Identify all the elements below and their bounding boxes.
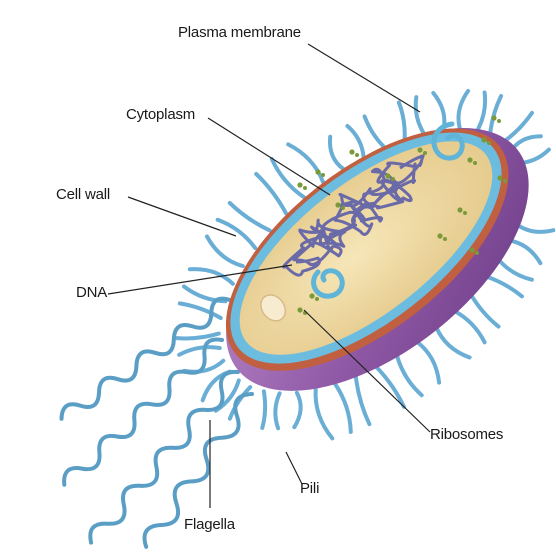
pilus: [365, 116, 385, 147]
ribosome-dot: [391, 177, 395, 181]
ribosome-dot: [491, 115, 496, 120]
pilus: [272, 159, 304, 197]
pilus: [179, 347, 220, 355]
pilus: [177, 334, 219, 339]
ribosome-dot: [503, 179, 507, 183]
pili-label: Pili: [300, 480, 319, 497]
ribosome-dot: [303, 186, 307, 190]
ribosome-dot: [297, 182, 302, 187]
ribosome-dot: [309, 293, 314, 298]
ribosome-dot: [417, 147, 422, 152]
pilus: [476, 93, 485, 133]
pilus: [230, 203, 270, 230]
pilus: [275, 393, 279, 428]
ribosome-dot: [385, 173, 390, 178]
cell-wall-label: Cell wall: [56, 186, 110, 203]
ribosome-dot: [469, 247, 474, 252]
pilus: [294, 393, 300, 427]
pilus: [330, 137, 343, 169]
ribosome-dot: [481, 137, 486, 142]
plasma-membrane-leader: [308, 44, 420, 112]
ribosome-dot: [315, 169, 320, 174]
pilus: [262, 391, 265, 428]
pilus: [356, 377, 370, 424]
cytoplasm-label: Cytoplasm: [126, 106, 195, 123]
ribosomes-label: Ribosomes: [430, 426, 503, 443]
ribosome-dot: [497, 175, 502, 180]
ribosome-dot: [443, 237, 447, 241]
pilus: [497, 258, 532, 280]
pilus: [207, 237, 243, 267]
pilus: [376, 367, 404, 407]
pilus: [256, 174, 286, 213]
ribosome-dot: [335, 202, 340, 207]
pilus: [218, 220, 256, 248]
ribosome-dot: [497, 119, 501, 123]
pilus: [417, 342, 439, 383]
ribosome-dot: [321, 173, 325, 177]
pilus: [470, 294, 498, 327]
pilus: [458, 91, 468, 131]
plasma-membrane-label: Plasma membrane: [178, 24, 301, 41]
flagella-label: Flagella: [184, 516, 235, 533]
pilus: [335, 384, 350, 432]
pilus: [436, 327, 470, 358]
ribosome-dot: [437, 233, 442, 238]
ribosome-dot: [349, 149, 354, 154]
pilus: [399, 103, 405, 140]
pilus: [416, 97, 425, 134]
ribosome-dot: [487, 141, 491, 145]
ribosome-dot: [315, 297, 319, 301]
cytoplasm-leader: [208, 118, 330, 195]
ribosome-dot: [473, 161, 477, 165]
ribosome-dot: [341, 206, 345, 210]
pilus: [507, 240, 540, 263]
ribosome-dot: [463, 211, 467, 215]
ribosome-dot: [457, 207, 462, 212]
cell-wall-leader: [128, 197, 236, 236]
ribosome-dot: [297, 307, 302, 312]
pilus: [454, 311, 485, 343]
pilus: [288, 144, 323, 182]
ribosome-dot: [355, 153, 359, 157]
pilus: [485, 276, 522, 296]
dna-label: DNA: [76, 284, 107, 301]
pilus: [190, 269, 233, 284]
ribosome-dot: [475, 251, 479, 255]
ribosome-dot: [423, 151, 427, 155]
pilus: [316, 390, 333, 439]
pilus: [397, 355, 422, 395]
flagella-group: [62, 299, 253, 547]
ribosome-dot: [467, 157, 472, 162]
